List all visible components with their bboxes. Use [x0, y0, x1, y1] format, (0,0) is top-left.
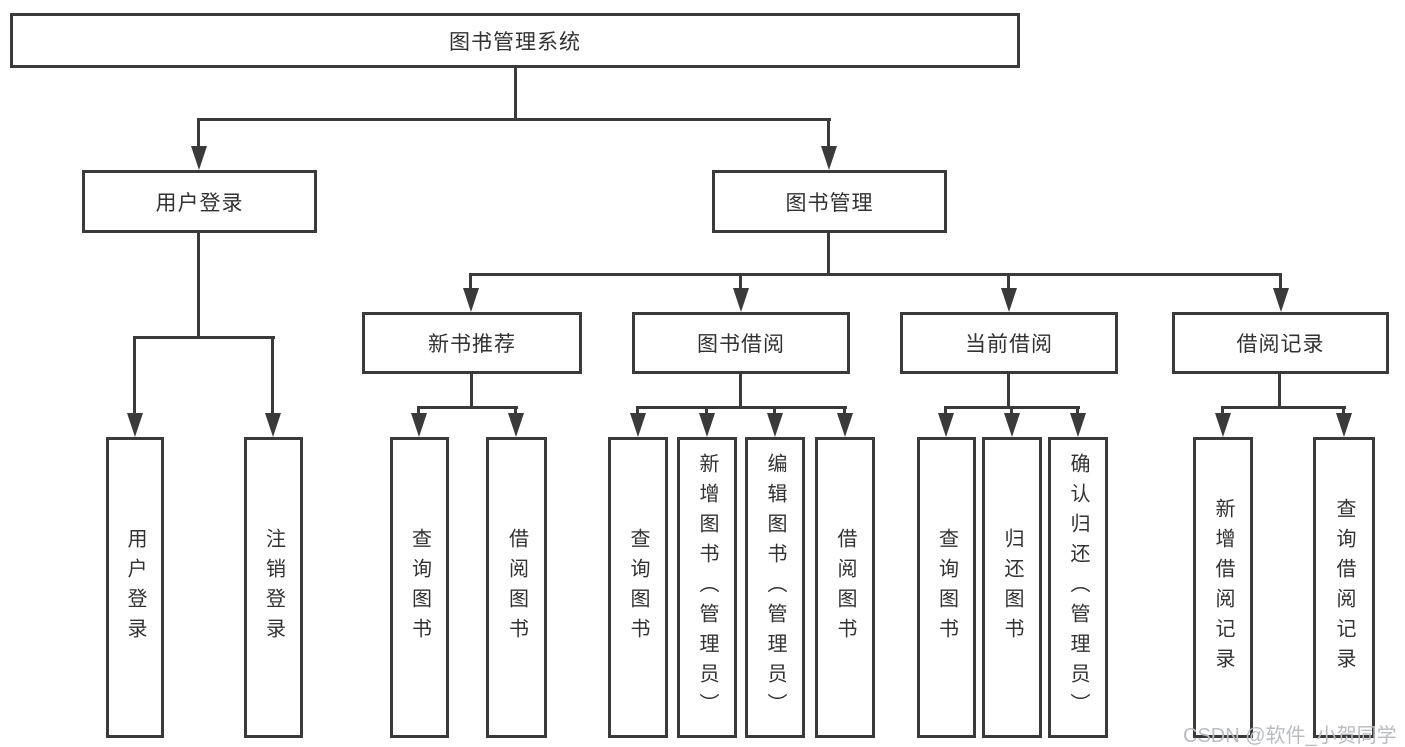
arrowhead-icon — [508, 413, 524, 437]
connector-line — [1279, 273, 1282, 293]
arrowhead-icon — [837, 413, 853, 437]
arrowhead-icon — [463, 288, 479, 312]
node-leaf-bb-edit-book: 编辑图书（管理员） — [745, 437, 805, 738]
arrowhead-icon — [767, 413, 783, 437]
arrowhead-icon — [1215, 413, 1231, 437]
connector-line — [773, 406, 776, 418]
arrowhead-icon — [411, 413, 427, 437]
arrowhead-icon — [1070, 413, 1086, 437]
node-leaf-user-login: 用户登录 — [106, 437, 164, 738]
connector-line — [133, 336, 136, 420]
node-book-borrowing: 图书借阅 — [632, 312, 850, 374]
connector-line — [843, 406, 846, 418]
arrowhead-icon — [191, 146, 207, 170]
node-current-borrowing: 当前借阅 — [900, 312, 1118, 374]
node-label: 编辑图书（管理员） — [764, 452, 786, 723]
node-leaf-nb-query-book: 查询图书 — [390, 437, 449, 738]
arrowhead-icon — [821, 146, 837, 170]
node-label: 新书推荐 — [428, 333, 516, 356]
connector-line — [1007, 374, 1010, 409]
connector-line — [739, 374, 742, 409]
connector-line — [197, 118, 831, 121]
arrowhead-icon — [1001, 288, 1017, 312]
arrowhead-icon — [630, 413, 646, 437]
connector-line — [417, 406, 420, 418]
arrowhead-icon — [1336, 413, 1352, 437]
connector-line — [514, 406, 517, 418]
node-leaf-cb-query-book: 查询图书 — [917, 437, 976, 738]
connector-line — [514, 68, 517, 120]
node-label: 新增借阅记录 — [1212, 497, 1234, 678]
node-library-management-system: 图书管理系统 — [10, 13, 1020, 68]
node-label: 查询图书 — [627, 527, 649, 648]
connector-line — [944, 406, 947, 418]
node-label: 借阅图书 — [834, 527, 856, 648]
connector-line — [705, 406, 708, 418]
node-label: 用户登录 — [124, 527, 146, 648]
connector-line — [133, 336, 275, 339]
arrowhead-icon — [1273, 288, 1289, 312]
arrowhead-icon — [699, 413, 715, 437]
arrowhead-icon — [1004, 413, 1020, 437]
node-leaf-br-query-record: 查询借阅记录 — [1313, 437, 1375, 738]
node-leaf-bb-query-book: 查询图书 — [608, 437, 668, 738]
node-label: 用户登录 — [155, 191, 244, 215]
node-label: 查询图书 — [935, 527, 958, 648]
node-label: 当前借阅 — [965, 333, 1053, 356]
node-leaf-logout: 注销登录 — [244, 437, 303, 738]
csdn-watermark: CSDN @软件_小贺同学 — [1183, 725, 1397, 747]
connector-line — [1007, 273, 1010, 293]
connector-line — [1221, 406, 1224, 418]
node-label: 新增图书（管理员） — [696, 452, 718, 723]
node-leaf-nb-borrow-book: 借阅图书 — [486, 437, 547, 738]
node-user-login: 用户登录 — [82, 170, 317, 233]
node-leaf-bb-add-book: 新增图书（管理员） — [677, 437, 737, 738]
node-label: 借阅记录 — [1236, 333, 1325, 356]
connector-line — [1278, 374, 1281, 409]
node-label: 注销登录 — [262, 527, 285, 648]
node-label: 归还图书 — [1001, 527, 1023, 648]
node-label: 图书管理 — [785, 191, 874, 215]
connector-line — [739, 273, 742, 293]
connector-line — [470, 374, 473, 409]
connector-line — [197, 233, 200, 339]
arrowhead-icon — [938, 413, 954, 437]
connector-line — [1076, 406, 1079, 418]
node-leaf-cb-confirm-return: 确认归还（管理员） — [1048, 437, 1108, 738]
connector-line — [827, 233, 830, 276]
arrowhead-icon — [127, 413, 143, 437]
connector-line — [636, 406, 639, 418]
node-borrowing-records: 借阅记录 — [1172, 312, 1389, 374]
arrowhead-icon — [265, 413, 281, 437]
node-leaf-bb-borrow-book: 借阅图书 — [815, 437, 875, 738]
connector-line — [271, 336, 274, 420]
connector-line — [197, 118, 200, 152]
connector-line — [827, 118, 830, 152]
connector-line — [469, 273, 1282, 276]
node-label: 查询图书 — [408, 527, 431, 648]
arrowhead-icon — [733, 288, 749, 312]
connector-line — [469, 273, 472, 293]
node-label: 图书管理系统 — [449, 30, 581, 54]
connector-line — [1342, 406, 1345, 418]
node-label: 借阅图书 — [505, 527, 528, 648]
connector-line — [417, 406, 518, 409]
connector-line — [636, 406, 847, 409]
node-new-book-recommend: 新书推荐 — [362, 312, 582, 374]
connector-line — [1221, 406, 1346, 409]
node-label: 确认归还（管理员） — [1067, 452, 1089, 723]
connector-line — [1010, 406, 1013, 418]
node-label: 图书借阅 — [697, 333, 785, 356]
node-leaf-cb-return-book: 归还图书 — [982, 437, 1042, 738]
node-book-management: 图书管理 — [712, 170, 947, 233]
node-leaf-br-add-record: 新增借阅记录 — [1193, 437, 1253, 738]
node-label: 查询借阅记录 — [1333, 497, 1355, 678]
